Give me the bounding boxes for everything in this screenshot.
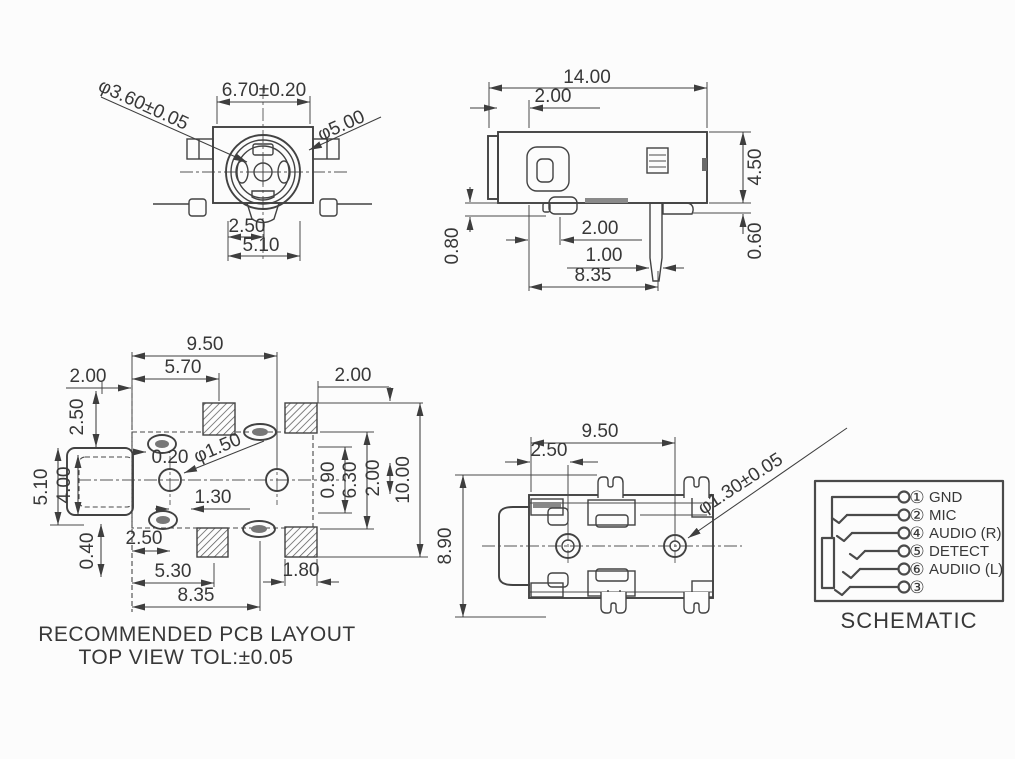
- pcb-pad: [196, 527, 229, 558]
- dim-pcb-pad-row-span: 6.30: [340, 462, 361, 499]
- schematic-pin-label: GND: [929, 489, 963, 506]
- schematic-panel: ① GND ② MIC ④ AUDIO (R) ⑤ DETECT ⑥ AUDII…: [813, 479, 1005, 633]
- front-view: 6.70±0.20 φ3.60±0.05 φ5.00 2.50 5.10: [95, 75, 382, 262]
- dim-pcb-top-offset: 2.50: [67, 399, 88, 436]
- dim-pcb-lower-pad-width: 1.80: [283, 560, 320, 581]
- dim-front-inner-dia: φ3.60±0.05: [95, 75, 192, 134]
- front-barrel-outer: [225, 134, 301, 210]
- pcb-pad: [284, 526, 318, 558]
- dim-pcb-inner-width: 4.00: [54, 467, 75, 504]
- dim-pcb-lower-span: 5.30: [155, 561, 192, 582]
- pcb-barrel-outline: [66, 447, 134, 516]
- dim-pcb-total-height: 10.00: [393, 456, 414, 504]
- schematic-pin-label: AUDIIO (L): [929, 561, 1003, 578]
- dim-pcb-body-width: 5.10: [31, 469, 52, 506]
- dim-front-pin-offset: 2.50: [229, 216, 266, 237]
- side-view: 14.00 2.00 4.50 0.60 0.80 2.00 1.00 8.35: [442, 67, 766, 291]
- dim-pcb-pad-gap: 0.20: [152, 447, 189, 468]
- schematic-pin-number: ⑤: [909, 542, 924, 561]
- dim-side-pin-drop: 0.80: [442, 228, 463, 265]
- dim-pcb-lower-total: 8.35: [178, 585, 215, 606]
- dim-side-length: 14.00: [563, 67, 611, 88]
- pcb-hole: [265, 468, 289, 492]
- dim-pcb-hole-offset: 1.30: [195, 487, 232, 508]
- dim-pcb-right-pad-width: 2.00: [335, 365, 372, 386]
- dim-bottom-height: 8.90: [435, 528, 456, 565]
- pcb-caption-line1: RECOMMENDED PCB LAYOUT: [38, 623, 355, 646]
- schematic-pin-label: MIC: [929, 507, 957, 524]
- dim-pcb-hole-span: 9.50: [187, 334, 224, 355]
- schematic-pin-number: ②: [909, 506, 924, 525]
- bottom-hole: [663, 534, 687, 558]
- schematic-terminal: [897, 490, 911, 504]
- schematic-pin-label: DETECT: [929, 543, 989, 560]
- bottom-hole: [555, 533, 581, 559]
- side-long-pin: [649, 202, 663, 282]
- dim-pcb-pad-offset: 0.90: [318, 462, 339, 499]
- schematic-pin-label: AUDIO (R): [929, 525, 1002, 542]
- bottom-fork-pin: [600, 591, 627, 614]
- side-body: [497, 131, 708, 204]
- dim-front-pin-span: 5.10: [243, 235, 280, 256]
- pcb-pad: [284, 402, 318, 434]
- bottom-barrel: [498, 506, 530, 586]
- dim-side-height: 4.50: [745, 149, 766, 186]
- schematic-terminal: [897, 526, 911, 540]
- pcb-layout-view: 9.50 5.70 2.00 2.50 2.00 5.10 4.00 0.40 …: [31, 334, 428, 669]
- pcb-pad: [202, 402, 236, 436]
- dim-side-front-offset: 2.00: [535, 86, 572, 107]
- dim-bottom-hole-offset: 2.50: [531, 440, 568, 461]
- dim-side-pin-width: 1.00: [586, 245, 623, 266]
- side-rear-foot: [662, 202, 694, 215]
- schematic-terminal: [897, 508, 911, 522]
- dim-bottom-hole-span: 9.50: [582, 421, 619, 442]
- dim-pcb-lower-offset: 2.50: [126, 528, 163, 549]
- schematic-terminal: [897, 544, 911, 558]
- pcb-caption-line2: TOP VIEW TOL:±0.05: [78, 646, 293, 669]
- schematic-terminal: [897, 580, 911, 594]
- schematic-box: [813, 479, 1005, 603]
- bottom-fork-pin: [597, 476, 624, 499]
- schematic-terminal: [897, 562, 911, 576]
- dim-side-pin-offset: 2.00: [582, 218, 619, 239]
- dim-front-width: 6.70±0.20: [222, 80, 306, 101]
- dim-pcb-left-offset: 2.00: [70, 366, 107, 387]
- schematic-pin-number: ⑥: [909, 560, 924, 579]
- dim-pcb-bottom-offset: 0.40: [77, 533, 98, 570]
- dim-pcb-pad-height: 2.00: [363, 460, 384, 497]
- dim-side-pin-span: 8.35: [575, 265, 612, 286]
- schematic-pin-number: ①: [909, 488, 924, 507]
- dim-side-foot-thickness: 0.60: [745, 223, 766, 260]
- dim-front-outer-dia: φ5.00: [314, 106, 368, 145]
- side-front-pin: [548, 196, 578, 215]
- schematic-pin-number: ④: [909, 524, 924, 543]
- schematic-pin-number: ③: [909, 578, 924, 597]
- schematic-sleeve-contact: [820, 536, 836, 590]
- pcb-hole: [158, 468, 182, 492]
- bottom-fork-pin: [683, 591, 710, 614]
- dim-pcb-pad-span: 5.70: [165, 357, 202, 378]
- schematic-caption: SCHEMATIC: [841, 608, 978, 633]
- bottom-view: 9.50 2.50 8.90 φ1.30±0.05: [435, 421, 848, 618]
